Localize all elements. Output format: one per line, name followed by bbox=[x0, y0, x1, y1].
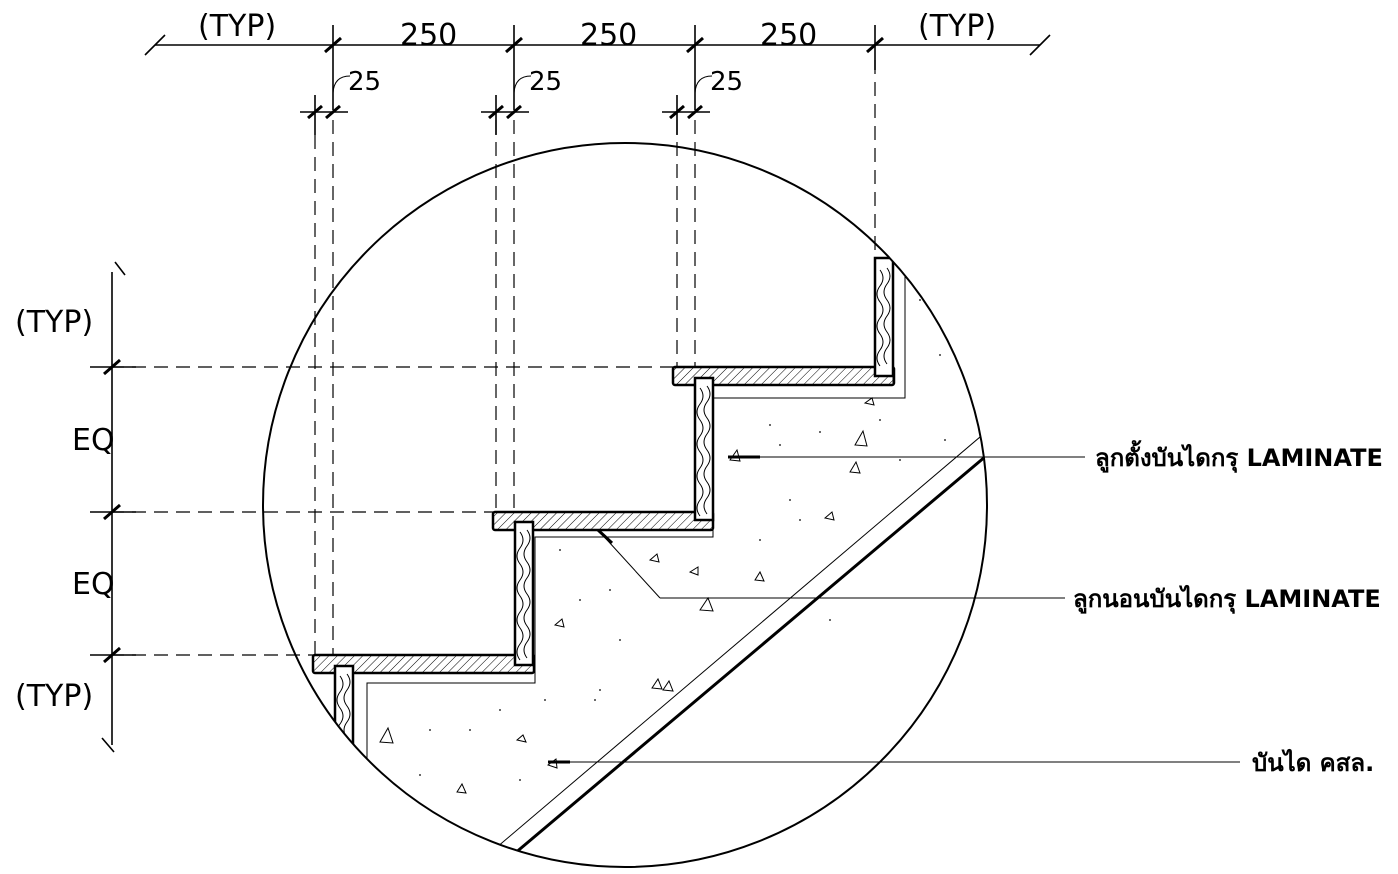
callouts: ลูกตั้งบันไดกรุ LAMINATE ลูกนอนบันไดกรุ … bbox=[548, 439, 1383, 777]
top-span-3: 250 bbox=[760, 18, 817, 53]
tread-laminate bbox=[311, 365, 896, 675]
left-typ-bottom: (TYP) bbox=[15, 679, 93, 714]
left-dimension: (TYP) EQ EQ (TYP) bbox=[15, 261, 136, 753]
concrete-dots bbox=[419, 299, 946, 781]
detail-circle bbox=[262, 142, 988, 868]
detail-boundary-circle bbox=[262, 142, 988, 868]
top-dimension: (TYP) 250 250 250 (TYP) bbox=[144, 9, 1051, 110]
nosing-label-2: 25 bbox=[529, 67, 562, 97]
riser-laminate bbox=[333, 256, 895, 867]
callout-tread: ลูกนอนบันไดกรุ LAMINATE bbox=[1073, 584, 1381, 615]
callout-riser: ลูกตั้งบันไดกรุ LAMINATE bbox=[1095, 439, 1383, 474]
top-typ-left: (TYP) bbox=[198, 9, 276, 44]
projection-lines bbox=[110, 60, 876, 656]
top-typ-right: (TYP) bbox=[918, 9, 996, 44]
nosing-label-1: 25 bbox=[348, 67, 381, 97]
left-span-1: EQ bbox=[72, 423, 115, 458]
nosing-label-3: 25 bbox=[710, 67, 743, 97]
top-span-2: 250 bbox=[580, 18, 637, 53]
concrete-stair-outline bbox=[366, 260, 906, 867]
left-typ-top: (TYP) bbox=[15, 305, 93, 340]
callout-stair: บันได คสล. bbox=[1252, 748, 1374, 777]
left-span-2: EQ bbox=[72, 567, 115, 602]
top-span-1: 250 bbox=[400, 18, 457, 53]
